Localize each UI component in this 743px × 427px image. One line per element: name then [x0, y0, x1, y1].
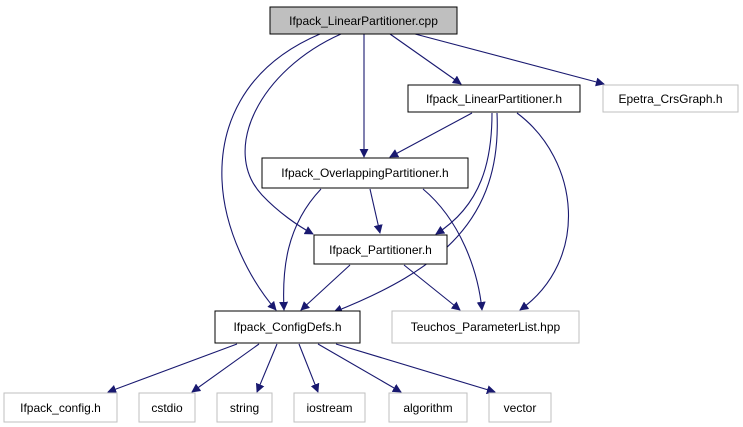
- edge-configdefs-h-to-iostream: [298, 343, 320, 393]
- edge-linear-cpp-to-epetra: [414, 33, 605, 87]
- edge-linear-h-to-overlapping-h: [389, 112, 473, 158]
- edge-configdefs-h-to-cstdio: [191, 343, 260, 393]
- node-teuchos-parameterlist-hpp[interactable]: Teuchos_ParameterList.hpp: [391, 310, 580, 344]
- edge-linear-cpp-to-linear-h: [389, 33, 462, 85]
- edge-linear-cpp-to-configdefs-h: [221, 33, 321, 311]
- node-partitioner-h[interactable]: Ifpack_Partitioner.h: [313, 234, 448, 265]
- edge-configdefs-h-to-algorithm: [317, 343, 402, 393]
- edge-linear-cpp-to-partitioner-h: [244, 33, 342, 235]
- node-configdefs-h[interactable]: Ifpack_ConfigDefs.h: [214, 310, 361, 344]
- node-epetra-crsgraph-h[interactable]: Epetra_CrsGraph.h: [602, 84, 739, 113]
- svg-text:cstdio: cstdio: [151, 401, 183, 415]
- node-ifpack-config-h[interactable]: Ifpack_config.h: [3, 392, 118, 423]
- node-overlapping-partitioner-h[interactable]: Ifpack_OverlappingPartitioner.h: [261, 157, 469, 189]
- edge-overlapping-h-to-partitioner-h: [369, 188, 383, 234]
- edge-linear-h-to-configdefs-h: [333, 112, 498, 314]
- svg-text:Epetra_CrsGraph.h: Epetra_CrsGraph.h: [618, 92, 722, 106]
- svg-text:vector: vector: [504, 401, 537, 415]
- node-string[interactable]: string: [216, 392, 273, 423]
- svg-text:Teuchos_ParameterList.hpp: Teuchos_ParameterList.hpp: [411, 320, 561, 334]
- node-algorithm[interactable]: algorithm: [388, 392, 468, 423]
- node-layer: Ifpack_LinearPartitioner.cpp Ifpack_Line…: [3, 6, 739, 423]
- svg-text:Ifpack_OverlappingPartitioner.: Ifpack_OverlappingPartitioner.h: [281, 166, 448, 180]
- svg-text:Ifpack_config.h: Ifpack_config.h: [20, 401, 101, 415]
- node-iostream[interactable]: iostream: [293, 392, 366, 423]
- svg-text:algorithm: algorithm: [403, 401, 452, 415]
- edge-configdefs-h-to-string: [255, 343, 278, 393]
- edge-linear-h-to-partitioner-h: [435, 112, 493, 235]
- node-linear-partitioner-h[interactable]: Ifpack_LinearPartitioner.h: [407, 84, 581, 113]
- edge-layer: [107, 33, 605, 394]
- svg-text:Ifpack_LinearPartitioner.h: Ifpack_LinearPartitioner.h: [426, 92, 562, 106]
- node-vector[interactable]: vector: [488, 392, 552, 423]
- edge-overlapping-h-to-configdefs-h: [279, 188, 322, 311]
- svg-text:string: string: [230, 401, 259, 415]
- edge-overlapping-h-to-teuchos: [422, 188, 486, 311]
- edge-configdefs-h-to-config-h: [107, 343, 238, 394]
- edge-partitioner-h-to-configdefs-h: [300, 264, 351, 311]
- edge-linear-h-to-teuchos: [516, 112, 570, 311]
- edge-partitioner-h-to-teuchos: [403, 264, 461, 311]
- svg-text:iostream: iostream: [306, 401, 352, 415]
- node-linear-partitioner-cpp[interactable]: Ifpack_LinearPartitioner.cpp: [269, 6, 458, 35]
- svg-text:Ifpack_ConfigDefs.h: Ifpack_ConfigDefs.h: [233, 320, 341, 334]
- svg-text:Ifpack_Partitioner.h: Ifpack_Partitioner.h: [329, 243, 432, 257]
- edge-configdefs-h-to-vector: [335, 343, 496, 394]
- node-cstdio[interactable]: cstdio: [138, 392, 196, 423]
- svg-text:Ifpack_LinearPartitioner.cpp: Ifpack_LinearPartitioner.cpp: [289, 14, 438, 28]
